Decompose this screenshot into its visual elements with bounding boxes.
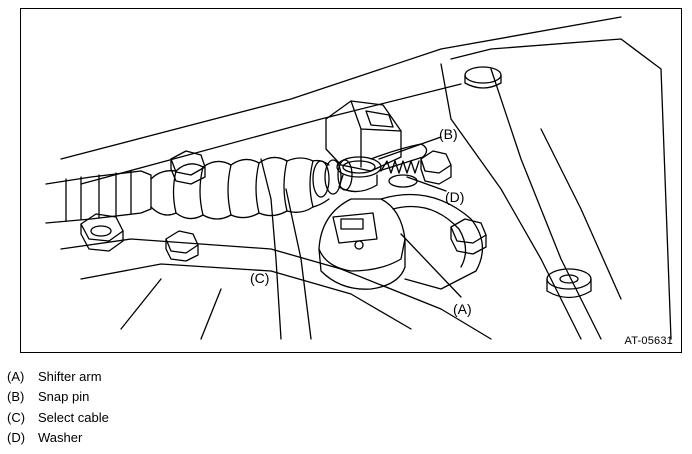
- callout-b: (B): [439, 126, 458, 142]
- callout-c: (C): [250, 270, 270, 286]
- legend-item: (D) Washer: [7, 428, 109, 449]
- legend: (A) Shifter arm (B) Snap pin (C) Select …: [7, 366, 109, 448]
- legend-text: Select cable: [38, 409, 109, 425]
- legend-key: (D): [7, 430, 26, 446]
- callout-d: (D): [445, 189, 465, 205]
- legend-key: (A): [7, 368, 25, 384]
- legend-text: Snap pin: [38, 389, 90, 405]
- legend-item: (B) Snap pin: [7, 387, 109, 408]
- legend-text: Shifter arm: [38, 368, 102, 384]
- legend-item: (C) Select cable: [7, 407, 109, 428]
- legend-text: Washer: [38, 430, 83, 446]
- shifter-illustration: [45, 16, 672, 340]
- figure-id-label: AT-05631: [624, 335, 673, 347]
- legend-key: (B): [7, 389, 25, 405]
- legend-item: (A) Shifter arm: [7, 366, 109, 387]
- diagram-frame: (A) (B) (C) (D) AT-05631: [20, 8, 682, 353]
- legend-key: (C): [7, 409, 26, 425]
- callout-a: (A): [453, 301, 472, 317]
